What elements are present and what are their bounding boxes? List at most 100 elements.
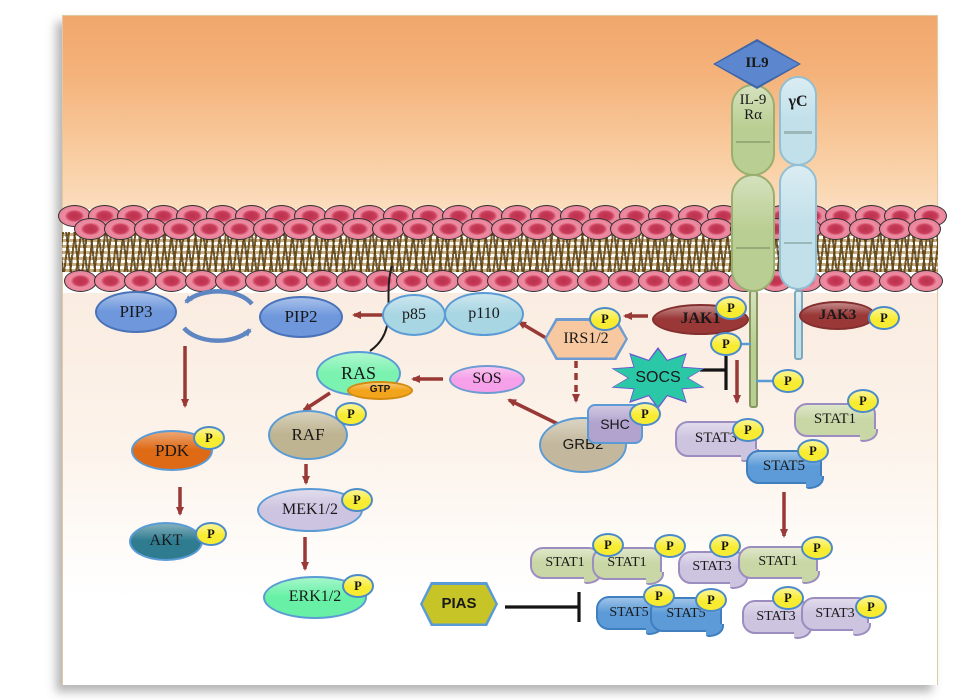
dimer3-stat5-left-label: STAT5 [609,604,649,620]
phosphate-badge-erk12: P [342,574,374,598]
jak1-label: JAK1 [680,310,721,328]
gamma-c-tail [794,290,803,360]
lipid-head [848,218,882,240]
lipid-head [431,218,465,240]
phosphate-label: P [601,311,609,326]
phosphate-label: P [655,588,663,603]
lipid-head [305,270,339,292]
dimer2-stat1-label: STAT1 [758,554,798,570]
lipid-head [193,218,227,240]
il9ra-upper-label: IL-9 Rα [739,92,767,124]
phosphate-badge-akt: P [195,522,227,546]
dimer2-stat3-label: STAT3 [692,559,732,575]
il9-ligand-label: IL9 [745,55,769,72]
pdk: PDK [131,430,213,471]
phosphate-label: P [354,578,362,593]
phosphate-badge-shc: P [629,402,661,426]
phosphate-label: P [721,538,729,553]
phosphate-label: P [859,393,867,408]
phosphate-label: P [347,406,355,421]
lipid-bilayer [58,205,947,294]
raf: RAF [268,410,348,460]
phosphate-label: P [353,492,361,507]
lipid-head [491,218,525,240]
lipid-head [607,270,641,292]
lipid-head [456,270,490,292]
mek12-label: MEK1/2 [282,500,338,518]
socs-label: SOCS [635,368,681,386]
socs: SOCS [609,347,707,409]
phosphate-badge-stat5-single: P [797,439,829,463]
phosphate-label: P [784,373,792,388]
lipid-head [252,218,286,240]
akt-label: AKT [149,532,183,550]
lipid-head [335,270,369,292]
phosphate-badge-stat3-single: P [732,418,764,442]
ras-label: RAS [340,363,376,384]
lipid-head [819,218,852,240]
lipid-head [366,270,399,292]
lipid-head [282,218,316,240]
gamma-c-upper: γC [779,76,817,166]
dimer1-stat1-right-label: STAT1 [607,555,647,571]
phosphate-label: P [744,422,752,437]
dimer1-stat1-right: STAT1 [592,547,664,585]
lipid-head [699,218,733,240]
dimer2-stat3: STAT3 [678,551,748,589]
lipid-head [342,218,376,240]
irs12: IRS1/2 [544,318,628,360]
phosphate-badge-dimer3-right: P [695,588,727,612]
phosphate-label: P [880,310,888,325]
lipid-head [124,270,158,292]
phosphate-badge-jak3: P [868,306,900,330]
phosphate-badge-pdk: P [193,426,225,450]
jak3: JAK3 [799,301,876,330]
il9ra-lower [731,174,775,292]
lipid-head [184,270,218,292]
p85: p85 [382,294,446,336]
dimer3-stat5-right-label: STAT5 [666,606,706,622]
stat3-single-label: STAT3 [694,430,738,447]
phosphate-badge-dimer4-left: P [772,586,804,610]
lipid-head [819,270,852,292]
shc-label: SHC [600,415,630,432]
dimer4-stat3-left-label: STAT3 [756,608,796,624]
phosphate-label: P [205,430,213,445]
lipid-head [698,270,732,292]
lipid-head [878,218,912,240]
phosphate-label: P [727,300,735,315]
lipid-head [517,270,550,292]
il9-ligand: IL9 [713,39,801,89]
phosphate-label: P [207,526,215,541]
pdk-label: PDK [154,440,189,460]
lipid-head [215,270,248,292]
phosphate-label: P [867,599,875,614]
lipid-head [640,218,674,240]
lipid-head [668,270,701,292]
p110-label: p110 [468,304,500,322]
phosphate-badge-dimer4-right: P [855,595,887,619]
lipid-head [396,270,430,292]
raf-label: RAF [291,425,325,445]
stat1-single-label: STAT1 [813,411,857,428]
phosphate-label: P [707,592,715,607]
pias: PIAS [420,582,498,626]
il9ra-tail [749,290,758,408]
lipid-head [547,270,581,292]
lipid-head [275,270,309,292]
lipid-head [94,270,128,292]
lipid-head [103,218,137,240]
phosphate-label: P [809,443,817,458]
lipid-head [580,218,614,240]
p110: p110 [444,292,524,336]
stat5-single-label: STAT5 [762,458,806,475]
lipid-head [849,270,883,292]
lipid-head [577,270,611,292]
lipid-head [521,218,554,240]
phosphate-label: P [784,590,792,605]
phosphate-badge-mek12: P [341,488,373,512]
dimer2-stat1: STAT1 [738,546,820,584]
phosphate-badge-dimer1-right: P [654,534,686,558]
il9ra-upper: IL-9 Rα [731,84,775,176]
lipid-head [908,218,942,240]
